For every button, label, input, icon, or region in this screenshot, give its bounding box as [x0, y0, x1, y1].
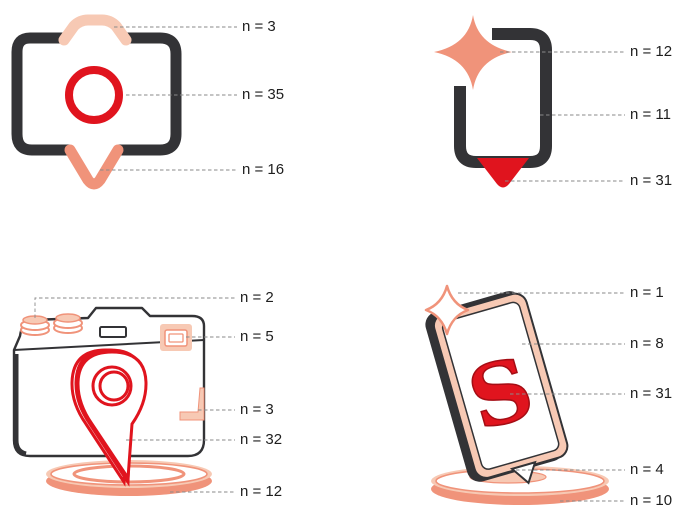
label-location-pin: n = 32	[240, 431, 282, 449]
label-side-strap: n = 3	[240, 401, 274, 419]
label-platform-3d: n = 10	[630, 492, 672, 510]
camera-top-bump	[64, 20, 126, 40]
label-top-bump: n = 3	[242, 18, 276, 36]
label-sparkle-3d: n = 1	[630, 284, 664, 302]
camera-body	[17, 38, 176, 150]
3d-phone-s-icon: S	[422, 286, 609, 505]
bottom-tip	[477, 158, 529, 188]
label-pin-tip-3d: n = 4	[630, 461, 664, 479]
sparkle-icon	[434, 15, 512, 90]
label-base-platform: n = 12	[240, 483, 282, 501]
flat-phone-sparkle-icon	[434, 15, 546, 188]
label-pin-tip: n = 16	[242, 161, 284, 179]
label-shutter-dials: n = 2	[240, 289, 274, 307]
label-sparkle: n = 12	[630, 43, 672, 61]
label-screen: n = 8	[630, 335, 664, 353]
3d-camera-pin-icon	[14, 308, 212, 496]
viewfinder	[160, 324, 192, 351]
label-lens-ring: n = 35	[242, 86, 284, 104]
pin-tip	[70, 150, 118, 184]
label-s-letter: n = 31	[630, 385, 672, 403]
label-viewfinder: n = 5	[240, 328, 274, 346]
label-phone-frame: n = 11	[630, 106, 671, 124]
flat-camera-pin-icon	[17, 20, 176, 184]
lens-ring	[69, 70, 119, 120]
label-bottom-tip: n = 31	[630, 172, 672, 190]
